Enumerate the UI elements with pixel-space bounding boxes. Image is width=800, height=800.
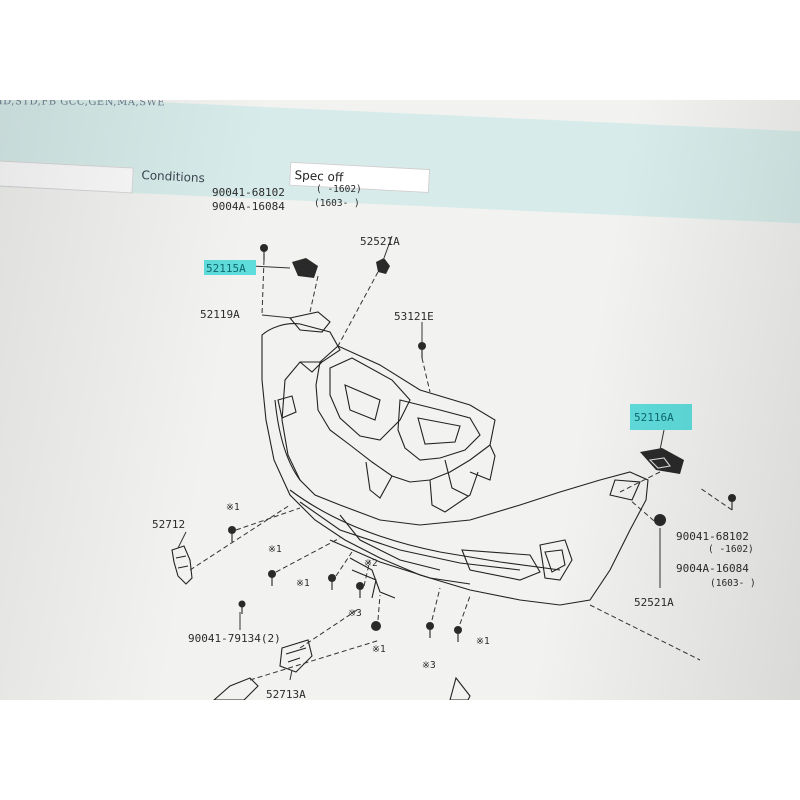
note-marker-3: ※3 bbox=[348, 608, 362, 619]
note-marker-1: ※1 bbox=[268, 544, 282, 555]
highlight-support-left bbox=[204, 260, 256, 275]
callout-bolt-right-a[interactable]: 90041-68102 bbox=[676, 530, 749, 543]
bumper-cover bbox=[261, 323, 649, 606]
spoiler-lower-part bbox=[213, 677, 259, 700]
callout-spoiler-right[interactable]: 52713A bbox=[266, 688, 306, 700]
callout-retainer-top[interactable]: 52521A bbox=[360, 235, 400, 248]
callout-retainer-right[interactable]: 52521A bbox=[634, 596, 674, 609]
clips-lower bbox=[228, 526, 462, 642]
note-marker-1: ※1 bbox=[372, 644, 386, 655]
parts-catalog-screen: 0 MD,STD,FB GCC,GEN,MA,SWE Conditions Sp… bbox=[0, 100, 800, 700]
callout-bolt-right-range-a: ( -1602) bbox=[708, 544, 754, 555]
note-marker-1: ※1 bbox=[296, 578, 310, 589]
leader-lines bbox=[177, 235, 733, 681]
spoiler-right-part bbox=[279, 639, 313, 673]
note-marker-1: ※1 bbox=[226, 502, 240, 513]
callout-support-right[interactable]: 52116A bbox=[634, 411, 674, 424]
callout-bolt-top-b[interactable]: 9004A-16084 bbox=[212, 200, 285, 213]
note-marker-1: ※1 bbox=[476, 636, 490, 647]
callout-bolt-top-a[interactable]: 90041-68102 bbox=[212, 186, 285, 199]
note-marker-3: ※3 bbox=[422, 660, 436, 671]
lower-panel-part bbox=[449, 676, 471, 700]
callout-bolt-right-range-b: (1603- ) bbox=[710, 578, 756, 589]
bracket-left-part bbox=[288, 311, 331, 333]
retainer-top-part bbox=[376, 258, 390, 274]
bumper-exploded-diagram: 90041-68102 9004A-16084 ( -1602) (1603- … bbox=[152, 184, 756, 700]
spoiler-left-part bbox=[171, 545, 193, 585]
bumper-reinforcement-frame bbox=[299, 345, 496, 513]
callout-bracket-left[interactable]: 52119A bbox=[200, 308, 240, 321]
support-right-part bbox=[640, 448, 684, 474]
callout-bolt-right-b[interactable]: 9004A-16084 bbox=[676, 562, 749, 575]
support-left-part bbox=[292, 258, 318, 278]
callout-bolt-top-range-b: (1603- ) bbox=[314, 198, 360, 209]
callout-screw-bottom[interactable]: 90041-79134(2) bbox=[188, 632, 281, 645]
retainer-right-part bbox=[654, 514, 666, 526]
callout-bolt-top-range-a: ( -1602) bbox=[316, 184, 362, 195]
callout-reinforcement[interactable]: 53121E bbox=[394, 310, 434, 323]
reinforcement-clip bbox=[418, 342, 426, 358]
callout-support-left[interactable]: 52115A bbox=[206, 262, 246, 275]
bolt-right-part bbox=[728, 494, 736, 510]
note-marker-2: ※2 bbox=[364, 558, 378, 569]
callout-spoiler-left[interactable]: 52712 bbox=[152, 518, 185, 531]
highlight-support-right bbox=[630, 404, 692, 430]
bolt-top bbox=[260, 244, 268, 260]
